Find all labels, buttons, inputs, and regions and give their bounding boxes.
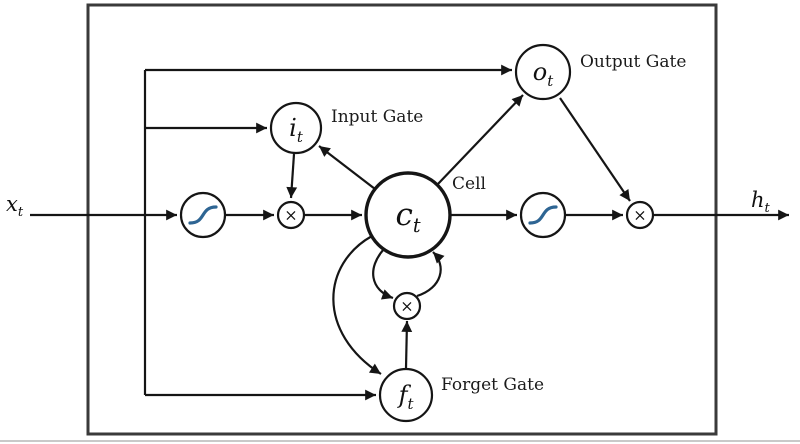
input-product-node: × <box>276 200 306 230</box>
wire-cell-to-forget-gate <box>332 235 382 375</box>
input-label: xt <box>6 192 24 220</box>
output-squashing-node <box>519 191 567 239</box>
input-gate-node: it Input Gate <box>269 101 423 155</box>
cell-label: ct <box>395 197 420 237</box>
input-gate-caption: Input Gate <box>331 107 423 127</box>
input-gate-circle <box>269 101 323 155</box>
sigmoid-icon <box>188 205 218 225</box>
forget-gate-node: ft Forget Gate <box>378 367 544 423</box>
multiply-icon: × <box>284 206 297 225</box>
cell-circle <box>364 171 452 259</box>
forget-gate-caption: Forget Gate <box>441 375 544 395</box>
wire-input-gate-to-product <box>286 153 298 199</box>
recurrent-product-node: × <box>392 291 422 321</box>
output-gate-caption: Output Gate <box>580 52 686 72</box>
wire-output-gate-to-product <box>559 97 631 202</box>
output-product-node: × <box>625 200 655 230</box>
cell-caption: Cell <box>452 174 486 194</box>
wire-recurrent-product-to-cell <box>416 251 445 298</box>
wire-cell-to-input-gate <box>318 145 376 190</box>
output-gate-label: ot <box>533 58 553 90</box>
sigmoid-icon <box>528 205 558 225</box>
multiply-icon: × <box>633 206 646 225</box>
output-label: ht <box>751 188 771 216</box>
input-gate-label: it <box>289 114 303 146</box>
cell-node: ct Cell <box>364 171 486 259</box>
wires <box>30 64 789 401</box>
wire-cell-to-recurrent-product <box>372 248 394 300</box>
input-squashing-node <box>179 191 227 239</box>
output-gate-node: ot Output Gate <box>514 43 686 101</box>
input-product-circle <box>276 200 306 230</box>
recurrent-product-circle <box>392 291 422 321</box>
wire-cell-to-output-gate <box>436 94 524 186</box>
multiply-icon: × <box>400 297 413 316</box>
wire-forget-gate-to-product <box>401 320 413 369</box>
output-product-circle <box>625 200 655 230</box>
forget-gate-circle <box>378 367 434 423</box>
output-gate-circle <box>514 43 572 101</box>
memory-block-frame <box>86 3 718 436</box>
